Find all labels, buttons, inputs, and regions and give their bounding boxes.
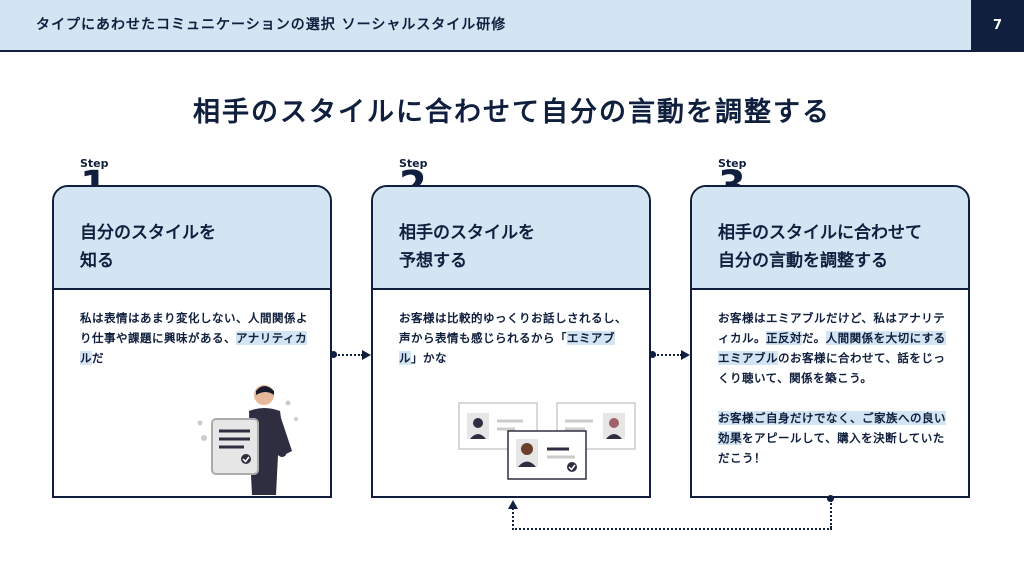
step-3-card: 相手のスタイルに合わせて 自分の言動を調整する お客様はエミアブルだけど、私はア… <box>690 185 970 498</box>
step-3-body-text-3: のお客様に合わせて、話をじっくり聴いて、関係を築こう。 <box>718 351 946 385</box>
page-number: 7 <box>971 0 1024 50</box>
step-2-body-text: お客様は比較的ゆっくりお話しされるし、声から表情も感じられるから「 <box>399 311 627 345</box>
step-3-body-text-2: だ。 <box>802 331 826 345</box>
feedback-loop-arrow-icon <box>508 500 518 509</box>
header-title: タイプにあわせたコミュニケーションの選択 ソーシャルスタイル研修 <box>36 17 507 33</box>
step-2-title-line-1: 相手のスタイルを <box>399 223 535 243</box>
step-3-highlight-1: 正反対 <box>766 331 802 345</box>
step-1-card: 自分のスタイルを 知る 私は表情はあまり変化しない、人間関係より仕事や課題に興味… <box>52 185 332 498</box>
step-1-body-text: 私は表情はあまり変化しない、人間関係より仕事や課題に興味がある、 <box>80 311 308 345</box>
connector-2-arrow-icon <box>681 350 690 360</box>
step-2-body: お客様は比較的ゆっくりお話しされるし、声から表情も感じられるから「エミアブル」か… <box>373 290 649 368</box>
step-1-body-text-end: だ <box>92 351 104 365</box>
header-divider <box>0 50 1024 52</box>
step-1-body: 私は表情はあまり変化しない、人間関係より仕事や課題に興味がある、アナリティカルだ <box>54 290 330 368</box>
person-with-document-illustration <box>197 385 298 495</box>
step-2-label: Step <box>399 157 428 170</box>
step-2-card: 相手のスタイルを 予想する お客様は比較的ゆっくりお話しされるし、声から表情も感… <box>371 185 651 498</box>
step-3-label: Step <box>718 157 747 170</box>
step-3-body: お客様はエミアブルだけど、私はアナリティカル。正反対だ。人間関係を大切にするエミ… <box>692 290 968 468</box>
feedback-loop-line-horizontal <box>512 528 832 530</box>
step-2-title: 相手のスタイルを 予想する <box>373 187 649 290</box>
feedback-loop-dot <box>827 495 834 502</box>
step-2-body-text-end: 」かな <box>411 351 447 365</box>
step-3-title-line-2: 自分の言動を調整する <box>718 251 888 271</box>
connector-1-line <box>335 354 363 358</box>
feedback-loop-line-up <box>512 508 514 530</box>
step-3-body-text-4: をアピールして、購入を決断していただこう！ <box>718 431 945 465</box>
step-1-title: 自分のスタイルを 知る <box>54 187 330 290</box>
profile-cards-illustration <box>458 402 636 480</box>
step-1-title-line-1: 自分のスタイルを <box>80 223 216 243</box>
step-3-title-line-1: 相手のスタイルに合わせて <box>718 223 922 243</box>
step-1-title-line-2: 知る <box>80 251 114 271</box>
step-2-title-line-2: 予想する <box>399 251 467 271</box>
step-1-label: Step <box>80 157 109 170</box>
feedback-loop-line-down <box>830 500 832 528</box>
connector-1-arrow-icon <box>362 350 371 360</box>
main-heading: 相手のスタイルに合わせて自分の言動を調整する <box>193 97 831 128</box>
step-3-title: 相手のスタイルに合わせて 自分の言動を調整する <box>692 187 968 290</box>
connector-1-dot <box>330 351 337 358</box>
header-bar: タイプにあわせたコミュニケーションの選択 ソーシャルスタイル研修 <box>0 0 971 50</box>
step-3-body-text-1: お客様はエミアブルだけど、私はアナリティカル。 <box>718 311 946 345</box>
connector-2-dot <box>649 351 656 358</box>
connector-2-line <box>654 354 682 358</box>
